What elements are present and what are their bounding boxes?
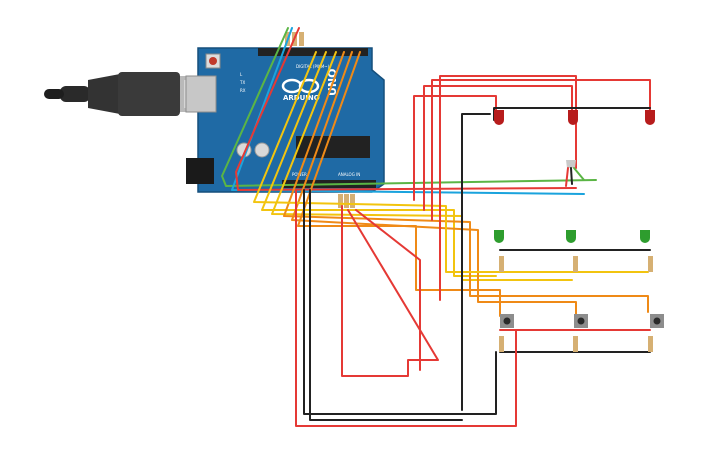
pushbutton-2[interactable] [574, 314, 588, 328]
analog-label: ANALOG IN [338, 172, 360, 177]
red-led-1[interactable] [494, 110, 504, 125]
l-label: L [240, 72, 243, 77]
temperature-sensor[interactable] [565, 160, 585, 187]
green-led-3[interactable] [640, 230, 650, 243]
capacitor-2 [254, 142, 270, 158]
green-led-resistors [499, 256, 653, 272]
digital-header [258, 48, 368, 56]
power-jack [186, 158, 214, 184]
usb-cable [44, 72, 206, 116]
usb-jack [185, 75, 217, 113]
button-resistors [499, 336, 653, 352]
wires [221, 27, 651, 427]
green-led-1[interactable] [494, 230, 504, 243]
tx-label: TX [239, 80, 245, 85]
red-led-3[interactable] [645, 110, 655, 125]
pushbutton-1[interactable] [500, 314, 514, 328]
digital-label: DIGITAL (PWM~) [296, 64, 330, 69]
red-led-2[interactable] [568, 110, 578, 125]
green-led-2[interactable] [566, 230, 576, 243]
rx-label: RX [240, 88, 246, 93]
atmega-chip [296, 136, 370, 158]
board-brand: ARDUINO [283, 94, 320, 102]
pushbutton-3[interactable] [650, 314, 664, 328]
analog-resistors [338, 194, 355, 208]
